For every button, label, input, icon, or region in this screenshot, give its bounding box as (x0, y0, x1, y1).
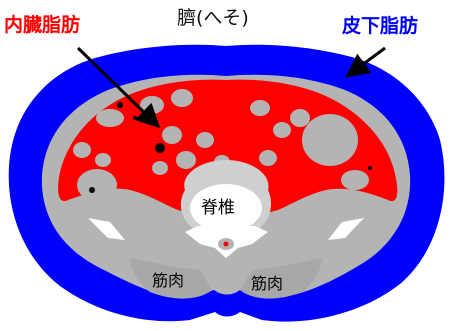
muscle-label-right: 筋肉 (251, 274, 284, 293)
visceral-fat-label: 内臓脂肪 (4, 14, 81, 36)
subcutaneous-fat-label: 皮下脂肪 (342, 15, 419, 37)
vertebra-white (190, 184, 262, 232)
back-muscle-right (240, 258, 322, 299)
navel-label: 臍(へそ) (177, 7, 249, 29)
pelvic-bone-right (328, 218, 364, 240)
visceral-fat-arrow (76, 46, 161, 129)
spinal-cord-dot (223, 241, 229, 247)
spine-label: 脊椎 (201, 198, 235, 218)
subcutaneous-fat-arrow (345, 46, 386, 78)
back-muscle-left (130, 258, 212, 299)
bowel-loops (73, 89, 369, 201)
gas-pockets (89, 102, 372, 193)
pelvic-bone-left (88, 218, 125, 240)
muscle-label-left: 筋肉 (152, 271, 185, 290)
